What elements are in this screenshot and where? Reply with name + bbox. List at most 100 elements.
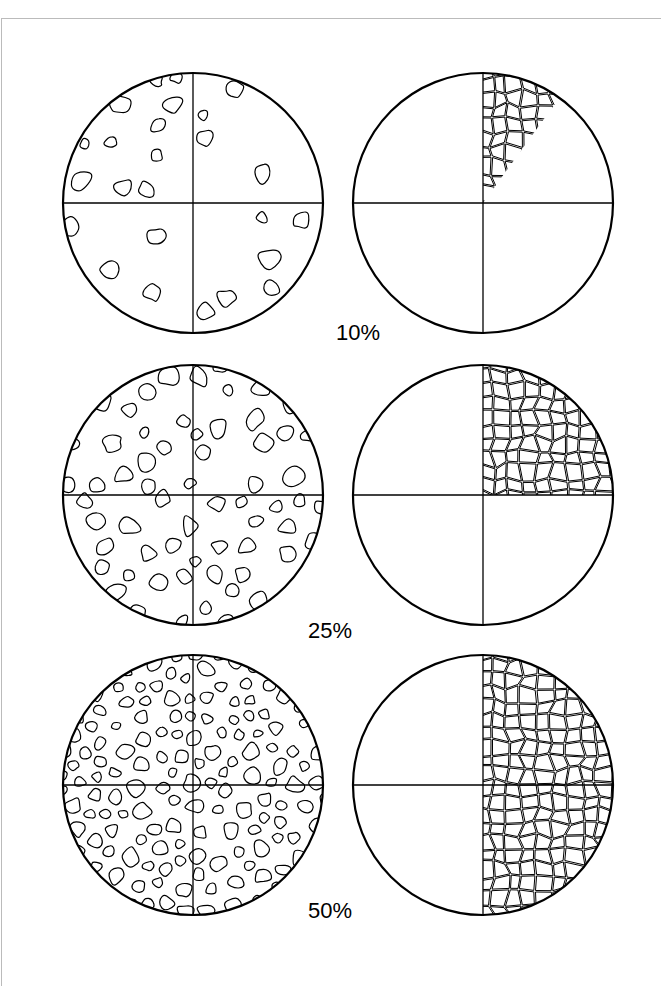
tile-cell bbox=[598, 672, 612, 690]
grain-blob bbox=[244, 767, 261, 784]
tile-cell bbox=[611, 717, 627, 731]
tile-cell bbox=[506, 185, 524, 202]
tile-cell bbox=[490, 144, 504, 160]
tile-cell bbox=[582, 675, 597, 690]
grain-blob bbox=[215, 682, 227, 691]
tile-cell bbox=[551, 355, 564, 368]
tile-cell bbox=[508, 173, 525, 184]
grain-blob bbox=[272, 833, 283, 843]
circle-outline bbox=[353, 73, 613, 333]
tile-cell bbox=[541, 559, 551, 571]
tile-cell bbox=[566, 714, 583, 729]
grain-blob bbox=[116, 744, 135, 759]
tile-cell bbox=[566, 161, 582, 175]
tile-cell bbox=[565, 120, 584, 134]
tile-cell bbox=[626, 865, 645, 874]
tile-cell bbox=[478, 490, 493, 505]
tile-cell bbox=[566, 505, 580, 521]
tile-cell bbox=[550, 557, 569, 572]
tile-cell bbox=[566, 822, 584, 835]
tile-cell bbox=[474, 558, 489, 573]
tile-cell bbox=[581, 184, 600, 198]
grain-blob bbox=[124, 570, 135, 581]
grain-blob bbox=[200, 601, 211, 614]
tile-cell bbox=[585, 296, 594, 308]
tile-cell bbox=[536, 238, 551, 252]
tile-cell bbox=[570, 199, 582, 216]
tile-cell bbox=[534, 770, 554, 784]
grain-blob bbox=[236, 496, 247, 507]
grain-blob bbox=[185, 712, 195, 721]
grain-blob bbox=[269, 722, 283, 735]
tile-cell bbox=[493, 117, 507, 134]
tile-cell bbox=[506, 117, 522, 131]
grain-blob bbox=[166, 818, 181, 832]
tile-cell bbox=[552, 490, 568, 503]
tile-cell bbox=[534, 355, 554, 368]
grain-blob bbox=[152, 878, 162, 888]
tile-cell bbox=[609, 395, 629, 413]
tile-cell bbox=[579, 452, 594, 463]
grain-blob bbox=[248, 476, 263, 493]
tile-cell bbox=[625, 306, 640, 321]
grain-blob bbox=[106, 584, 127, 600]
tile-cell bbox=[596, 386, 608, 398]
tile-cell bbox=[580, 648, 599, 659]
tile-cell bbox=[519, 686, 536, 703]
tile-cell bbox=[624, 649, 642, 663]
tile-cell bbox=[626, 211, 640, 228]
tile-cell bbox=[536, 876, 553, 891]
tile-cell bbox=[493, 601, 507, 614]
tile-cell bbox=[474, 439, 493, 450]
tile-cell bbox=[567, 436, 578, 453]
tile-cell bbox=[521, 588, 539, 603]
tile-cell bbox=[626, 743, 641, 755]
tile-cell bbox=[489, 795, 504, 810]
tile-cell bbox=[611, 849, 626, 865]
tile-cell bbox=[506, 810, 524, 824]
tile-cell bbox=[629, 157, 642, 175]
grain-blob bbox=[85, 722, 97, 732]
tile-cell bbox=[580, 600, 598, 614]
tile-cell bbox=[597, 876, 615, 892]
tile-cell bbox=[508, 382, 524, 399]
grain-blob bbox=[217, 291, 237, 308]
tile-cell bbox=[613, 292, 630, 304]
tile-cell bbox=[626, 561, 639, 574]
tile-cell bbox=[520, 715, 536, 730]
tile-cell bbox=[611, 862, 626, 874]
tile-cell bbox=[625, 267, 638, 283]
tile-cell bbox=[581, 491, 595, 506]
tile-cell bbox=[628, 729, 641, 744]
tile-cell bbox=[524, 132, 539, 147]
tile-cell bbox=[564, 356, 582, 367]
grain-blob bbox=[242, 742, 259, 760]
tile-cell bbox=[495, 186, 506, 202]
grain-blob bbox=[159, 863, 172, 876]
tile-cell bbox=[539, 148, 554, 162]
tile-cell bbox=[565, 452, 580, 463]
tile-cell bbox=[491, 571, 506, 588]
grain-blob bbox=[139, 696, 150, 705]
grain-blob bbox=[283, 466, 305, 487]
grain-blob bbox=[164, 691, 180, 706]
tile-cell bbox=[598, 130, 610, 146]
grain-blob bbox=[105, 825, 117, 838]
tile-cell bbox=[550, 744, 564, 755]
tile-cell bbox=[480, 78, 495, 93]
tile-cell bbox=[490, 548, 508, 560]
tile-cell bbox=[627, 239, 639, 253]
tile-cell bbox=[523, 185, 536, 202]
tile-cell bbox=[506, 863, 520, 875]
grain-blob bbox=[255, 164, 270, 184]
tile-cell bbox=[550, 293, 569, 308]
tile-cell bbox=[520, 646, 537, 658]
tile-cell bbox=[596, 117, 612, 135]
grain-blob bbox=[249, 516, 264, 527]
grain-blob bbox=[230, 697, 239, 707]
tile-cell bbox=[506, 212, 518, 224]
tile-cell bbox=[511, 875, 521, 888]
grain-blob bbox=[240, 678, 251, 689]
grain-blob bbox=[193, 868, 204, 881]
grain-blob bbox=[210, 419, 226, 439]
